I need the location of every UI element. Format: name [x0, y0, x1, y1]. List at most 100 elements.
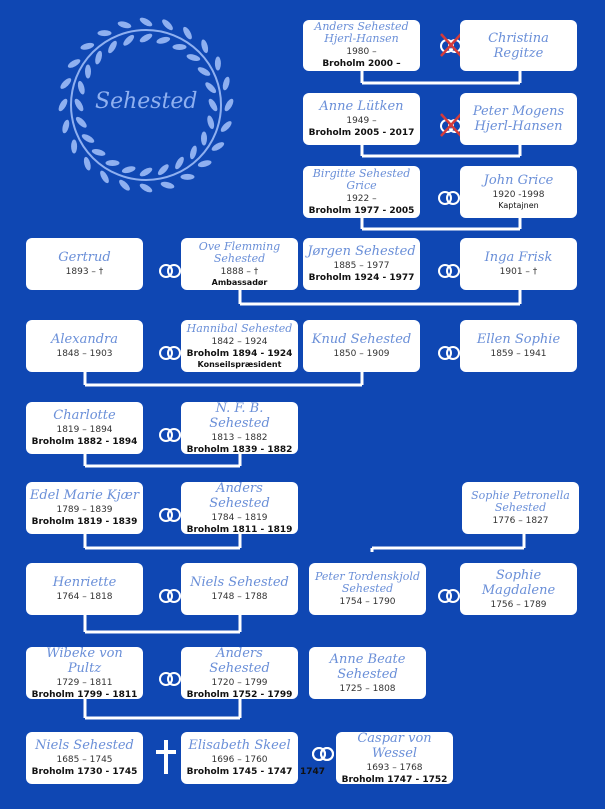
person-title-note: Konseilspræsident: [197, 359, 282, 369]
estate-period: Broholm 1882 - 1894: [31, 437, 138, 447]
person-years: 1922 –: [346, 193, 377, 204]
person-years: 1789 – 1839: [56, 505, 113, 515]
extra-year-label: 1747: [300, 767, 326, 777]
divorced-rings-icon: [440, 33, 462, 57]
person-years: 1696 – 1760: [211, 755, 268, 765]
person-years: 1693 – 1768: [366, 762, 423, 773]
person-years: 1725 – 1808: [339, 683, 396, 694]
estate-period: Broholm 1811 - 1819: [186, 524, 293, 535]
estate-period: Broholm 1745 - 1747: [186, 767, 293, 777]
person-years: 1756 – 1789: [490, 599, 547, 610]
person-name: Peter Mogens Hjerl-Hansen: [472, 104, 565, 134]
wedding-rings-icon: [159, 264, 181, 278]
person-years: 1893 – †: [65, 267, 104, 277]
estate-period: Broholm 1819 - 1839: [31, 517, 138, 527]
person-name: Anders Sehested: [209, 482, 270, 511]
wedding-rings-icon: [438, 346, 460, 360]
estate-period: Broholm 2005 - 2017: [308, 128, 415, 138]
person-name: Elisabeth Skeel: [188, 738, 291, 753]
person-years: 1813 – 1882: [211, 432, 268, 443]
person-years: 1729 – 1811: [56, 677, 113, 688]
person-card-christina: Christina Regitze: [460, 20, 577, 71]
person-years: 1859 – 1941: [490, 349, 547, 359]
person-years: 1949 –: [346, 116, 377, 126]
divorced-rings-icon: [440, 113, 462, 137]
person-name: Knud Sehested: [311, 332, 412, 347]
person-years: 1819 – 1894: [56, 425, 113, 435]
person-years: 1885 – 1977: [333, 261, 390, 271]
person-name: Gertrud: [58, 250, 111, 265]
person-name: Anders Sehested: [209, 647, 270, 676]
person-name: Charlotte: [53, 408, 116, 423]
person-years: 1776 – 1827: [492, 515, 549, 526]
cross-icon: [156, 740, 176, 774]
person-name: Caspar von Wessel: [357, 732, 432, 761]
person-name: Christina Regitze: [488, 30, 549, 61]
person-card-anne-l: Anne Lütken 1949 – Broholm 2005 - 2017: [303, 93, 420, 145]
wedding-rings-icon: [438, 589, 460, 603]
person-name: Wibeke von Pultz: [46, 647, 123, 676]
estate-period: Broholm 1977 - 2005: [308, 205, 415, 216]
person-name: John Grice: [483, 173, 554, 188]
estate-period: Broholm 2000 –: [322, 59, 401, 69]
estate-period: Broholm 1799 - 1811: [31, 689, 138, 700]
person-name: Alexandra: [51, 332, 118, 347]
person-name: Edel Marie Kjær: [29, 488, 140, 503]
wedding-rings-icon: [159, 428, 181, 442]
person-years: 1754 – 1790: [339, 596, 396, 607]
family-name-title: Sehested: [95, 89, 198, 114]
person-title-note: Kaptajnen: [498, 201, 539, 210]
person-name: Ove Flemming Sehested: [198, 239, 281, 265]
wedding-rings-icon: [159, 589, 181, 603]
person-name: Anne Lütken: [319, 99, 404, 114]
wedding-rings-icon: [159, 672, 181, 686]
person-years: 1764 – 1818: [56, 592, 113, 602]
person-name: Anne Beate Sehested: [329, 651, 406, 682]
person-years: 1920 -1998: [492, 190, 545, 200]
person-name: N. F. B. Sehested: [209, 402, 270, 431]
person-name: Anders Sehested Hjerl-Hansen: [314, 20, 409, 45]
person-years: 1784 – 1819: [211, 512, 268, 523]
person-name: Peter Tordenskjold Sehested: [314, 569, 420, 595]
person-card-peter-m: Peter Mogens Hjerl-Hansen: [460, 93, 577, 145]
person-name: Niels Sehested: [190, 575, 289, 590]
person-years: 1901 – †: [499, 267, 538, 277]
person-years: 1888 – †: [220, 266, 259, 277]
person-years: 1720 – 1799: [211, 677, 268, 688]
wedding-rings-icon: [438, 191, 460, 205]
wedding-rings-icon: [312, 747, 334, 761]
person-card-gertrud: Gertrud 1893 – †: [26, 238, 143, 290]
wedding-rings-icon: [159, 508, 181, 522]
person-name: Sophie Magdalene: [481, 567, 556, 598]
estate-period: Broholm 1839 - 1882: [186, 444, 293, 455]
wedding-rings-icon: [438, 264, 460, 278]
person-years: 1842 – 1924: [211, 336, 268, 347]
estate-period: Broholm 1894 - 1924: [186, 348, 293, 359]
person-years: 1685 – 1745: [56, 755, 113, 765]
person-name: Sophie Petronella Sehested: [471, 488, 570, 514]
estate-period: Broholm 1924 - 1977: [308, 273, 415, 283]
person-name: Hannibal Sehested: [186, 321, 293, 335]
